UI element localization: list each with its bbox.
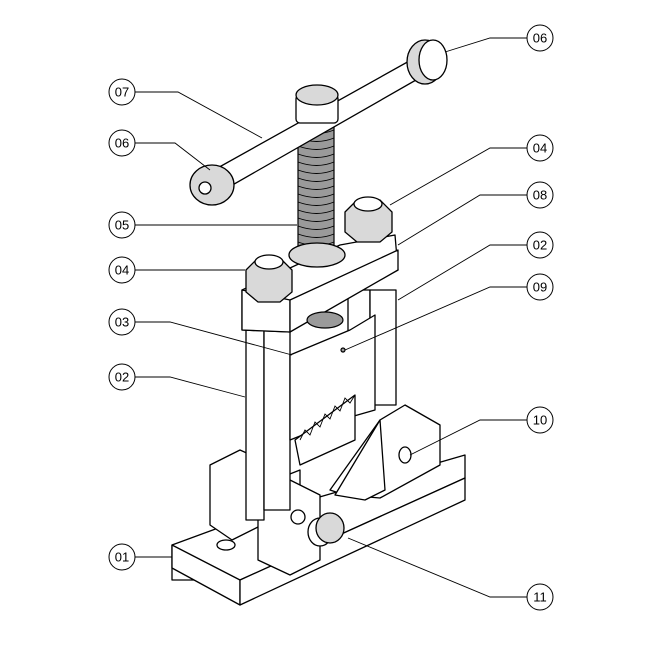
thread-line: [297, 217, 335, 222]
knob-06-left: [189, 164, 235, 206]
leader-line: [135, 321, 293, 356]
callout-label: 05: [115, 218, 129, 233]
handle-head: [295, 84, 339, 124]
callout-label: 04: [115, 263, 129, 278]
knob-06-right: [406, 39, 448, 85]
callout-bubble: [526, 583, 554, 611]
thread-line: [297, 177, 335, 182]
leader-line: [397, 194, 527, 246]
callout-05: 05: [108, 211, 297, 239]
callout-label: 06: [533, 31, 547, 46]
thread-line: [297, 201, 335, 206]
callout-label: 06: [115, 136, 129, 151]
leader-line: [409, 419, 527, 456]
nut-04-left: [245, 254, 293, 303]
callout-bubble: [108, 78, 136, 106]
callout-04: 04: [108, 256, 245, 284]
callout-bubble: [526, 181, 554, 209]
callout-label: 02: [115, 370, 129, 385]
movable-jaw-03: [289, 314, 376, 466]
leader-line: [344, 286, 527, 351]
callout-bubble: [526, 231, 554, 259]
callout-02: 02: [108, 363, 246, 398]
callout-label: 01: [115, 550, 129, 565]
pin-part-11: [307, 512, 345, 547]
callout-bubble: [526, 273, 554, 301]
callout-08: 08: [397, 181, 554, 246]
callout-label: 03: [115, 315, 129, 330]
callout-09: 09: [344, 273, 554, 351]
thread-line: [297, 193, 335, 198]
callout-label: 07: [115, 85, 129, 100]
thread-line: [297, 225, 335, 230]
callout-bubble: [108, 129, 136, 157]
callout-04: 04: [389, 134, 554, 206]
callout-06: 06: [444, 24, 554, 53]
callout-03: 03: [108, 308, 293, 356]
leader-line: [444, 37, 527, 53]
thread-line: [297, 209, 335, 214]
callout-label: 08: [533, 188, 547, 203]
thread-line: [297, 161, 335, 166]
leader-line: [135, 376, 246, 398]
callout-bubble: [108, 256, 136, 284]
callout-07: 07: [108, 78, 263, 139]
thread-line: [297, 153, 335, 158]
callout-label: 02: [533, 238, 547, 253]
nut-04-right: [344, 196, 393, 243]
leader-line: [347, 537, 527, 598]
callout-label: 09: [533, 280, 547, 295]
callout-bubble: [526, 24, 554, 52]
callout-10: 10: [409, 406, 554, 456]
callout-bubble: [526, 406, 554, 434]
callout-bubble: [108, 308, 136, 336]
callout-bubble: [526, 134, 554, 162]
callout-bubble: [108, 363, 136, 391]
callout-06: 06: [108, 129, 211, 171]
leader-line: [397, 244, 527, 301]
callout-bubble: [108, 211, 136, 239]
thread-line: [297, 233, 335, 238]
right-jaw-block: [329, 404, 441, 501]
thread-line: [297, 169, 335, 174]
callout-label: 10: [533, 413, 547, 428]
callout-01: 01: [108, 543, 172, 571]
post-left-02: [245, 319, 291, 521]
leader-line: [389, 147, 527, 206]
callout-label: 11: [533, 590, 547, 605]
leader-line: [135, 91, 263, 139]
thread-line: [297, 185, 335, 190]
thread-line: [297, 145, 335, 150]
leader-line: [135, 142, 211, 171]
callout-11: 11: [347, 537, 554, 611]
callouts: 06 07 06 04 08 05 02 04 09 03 02 10 01 11: [108, 24, 554, 611]
callout-bubble: [108, 543, 136, 571]
callout-02: 02: [397, 231, 554, 301]
crossbar-08: [241, 234, 399, 333]
callout-label: 04: [533, 141, 547, 156]
